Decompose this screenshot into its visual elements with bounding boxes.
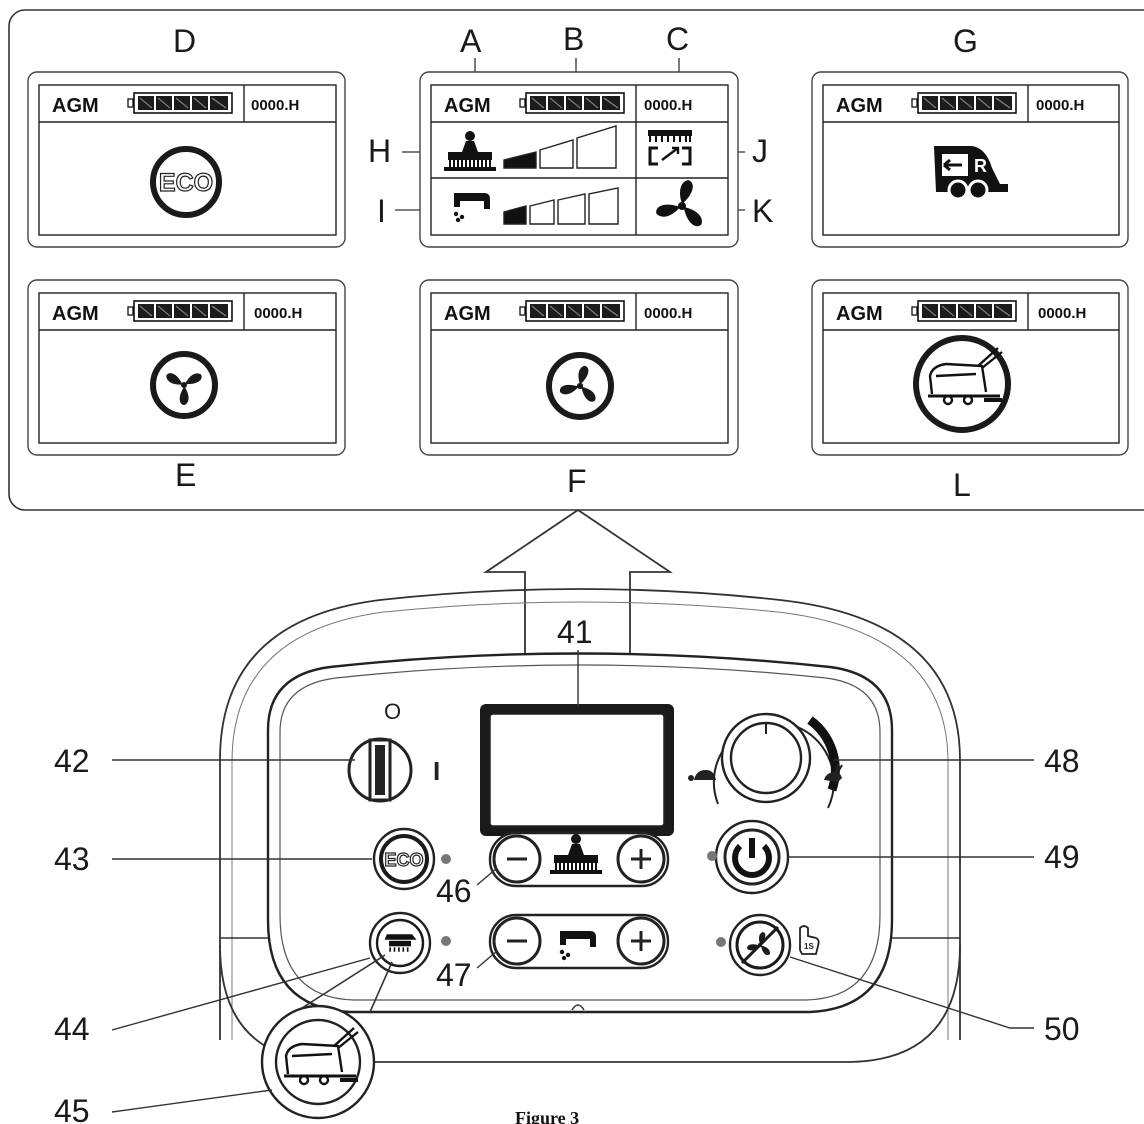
- battery-type: AGM: [444, 95, 491, 117]
- brush-rotation-icon: [648, 130, 692, 166]
- figure-caption: Figure 3: [515, 1108, 579, 1124]
- battery-type: AGM: [52, 303, 99, 325]
- hour-meter: 0000.H: [644, 305, 692, 322]
- battery-gauge-icon: [127, 300, 233, 322]
- callout-42: 42: [54, 743, 90, 779]
- hour-meter: 0000.H: [254, 305, 302, 322]
- hour-meter: 0000.H: [251, 97, 299, 114]
- hour-meter: 0000.H: [1038, 305, 1086, 322]
- brush-pressure-plus-button[interactable]: [616, 834, 666, 884]
- label-C: C: [666, 21, 689, 57]
- water-flow-minus-button[interactable]: [492, 916, 542, 966]
- water-flow-plus-button[interactable]: [616, 916, 666, 966]
- side-brush-button-magnified[interactable]: [260, 1004, 376, 1120]
- key-on-label: I: [433, 756, 440, 786]
- label-K: K: [752, 193, 773, 229]
- reverse-machine-icon: R: [934, 146, 1008, 201]
- label-H: H: [368, 133, 391, 169]
- battery-type: AGM: [836, 303, 883, 325]
- callout-48: 48: [1044, 743, 1080, 779]
- label-I: I: [377, 193, 386, 229]
- battery-type: AGM: [52, 95, 99, 117]
- display-pointer-arrow: [483, 508, 673, 700]
- brush-pressure-bars: [503, 125, 617, 169]
- tortoise-icon: [688, 770, 716, 781]
- touch-hold-icon: 1S: [799, 925, 820, 955]
- screen-E-fan: AGM 0000.H: [27, 279, 346, 456]
- svg-text:1S: 1S: [804, 942, 814, 951]
- brush-mode-led: [441, 936, 451, 946]
- callout-43: 43: [54, 841, 90, 877]
- callout-49: 49: [1044, 839, 1080, 875]
- callout-46: 46: [436, 873, 472, 909]
- callout-45: 45: [54, 1093, 90, 1124]
- label-L: L: [953, 467, 971, 503]
- screen-main: AGM 0000.H: [419, 71, 739, 248]
- battery-gauge-icon: [519, 92, 625, 114]
- eco-led: [441, 854, 451, 864]
- water-flow-bars: [503, 187, 619, 225]
- eco-icon: ECO: [150, 146, 222, 218]
- vacuum-fan-led: [716, 937, 726, 947]
- eco-button[interactable]: ECO: [372, 827, 436, 891]
- key-off-label: O: [384, 699, 401, 724]
- label-G: G: [953, 23, 978, 59]
- machine-icon: [913, 335, 1011, 433]
- svg-text:ECO: ECO: [384, 850, 423, 870]
- svg-text:ECO: ECO: [159, 169, 213, 197]
- label-A: A: [460, 23, 482, 59]
- label-F: F: [567, 463, 587, 499]
- screen-D-eco: AGM 0000.H ECO: [27, 71, 346, 248]
- screen-F-fan: AGM 0000.H: [419, 279, 739, 456]
- vacuum-fan-button[interactable]: [728, 913, 792, 977]
- label-B: B: [563, 21, 584, 57]
- battery-gauge-icon: [911, 300, 1017, 322]
- power-led: [707, 851, 717, 861]
- callout-41: 41: [557, 614, 593, 650]
- battery-type: AGM: [444, 303, 491, 325]
- panel-display: [480, 704, 674, 836]
- speed-knob[interactable]: [712, 712, 840, 809]
- brush-mode-button[interactable]: [368, 911, 432, 975]
- hare-icon: [824, 763, 843, 782]
- hour-meter: 0000.H: [644, 97, 692, 114]
- vacuum-fan-icon: [150, 351, 218, 419]
- callout-44: 44: [54, 1011, 90, 1047]
- svg-text:R: R: [974, 156, 987, 176]
- vacuum-fan-icon: [546, 352, 614, 420]
- battery-gauge-icon: [127, 92, 233, 114]
- battery-gauge-icon: [519, 300, 625, 322]
- label-E: E: [175, 457, 196, 493]
- hour-meter: 0000.H: [1036, 97, 1084, 114]
- brush-pressure-minus-button[interactable]: [492, 834, 542, 884]
- label-J: J: [752, 133, 768, 169]
- screen-L-machine: AGM 0000.H: [811, 279, 1129, 456]
- screen-G-reverse: AGM 0000.H R: [811, 71, 1129, 248]
- battery-type: AGM: [836, 95, 883, 117]
- key-switch[interactable]: [347, 737, 413, 803]
- label-D: D: [173, 23, 196, 59]
- battery-gauge-icon: [911, 92, 1017, 114]
- screens-frame: [8, 9, 1144, 511]
- power-button[interactable]: [714, 819, 790, 895]
- callout-47: 47: [436, 957, 472, 993]
- callout-50: 50: [1044, 1011, 1080, 1047]
